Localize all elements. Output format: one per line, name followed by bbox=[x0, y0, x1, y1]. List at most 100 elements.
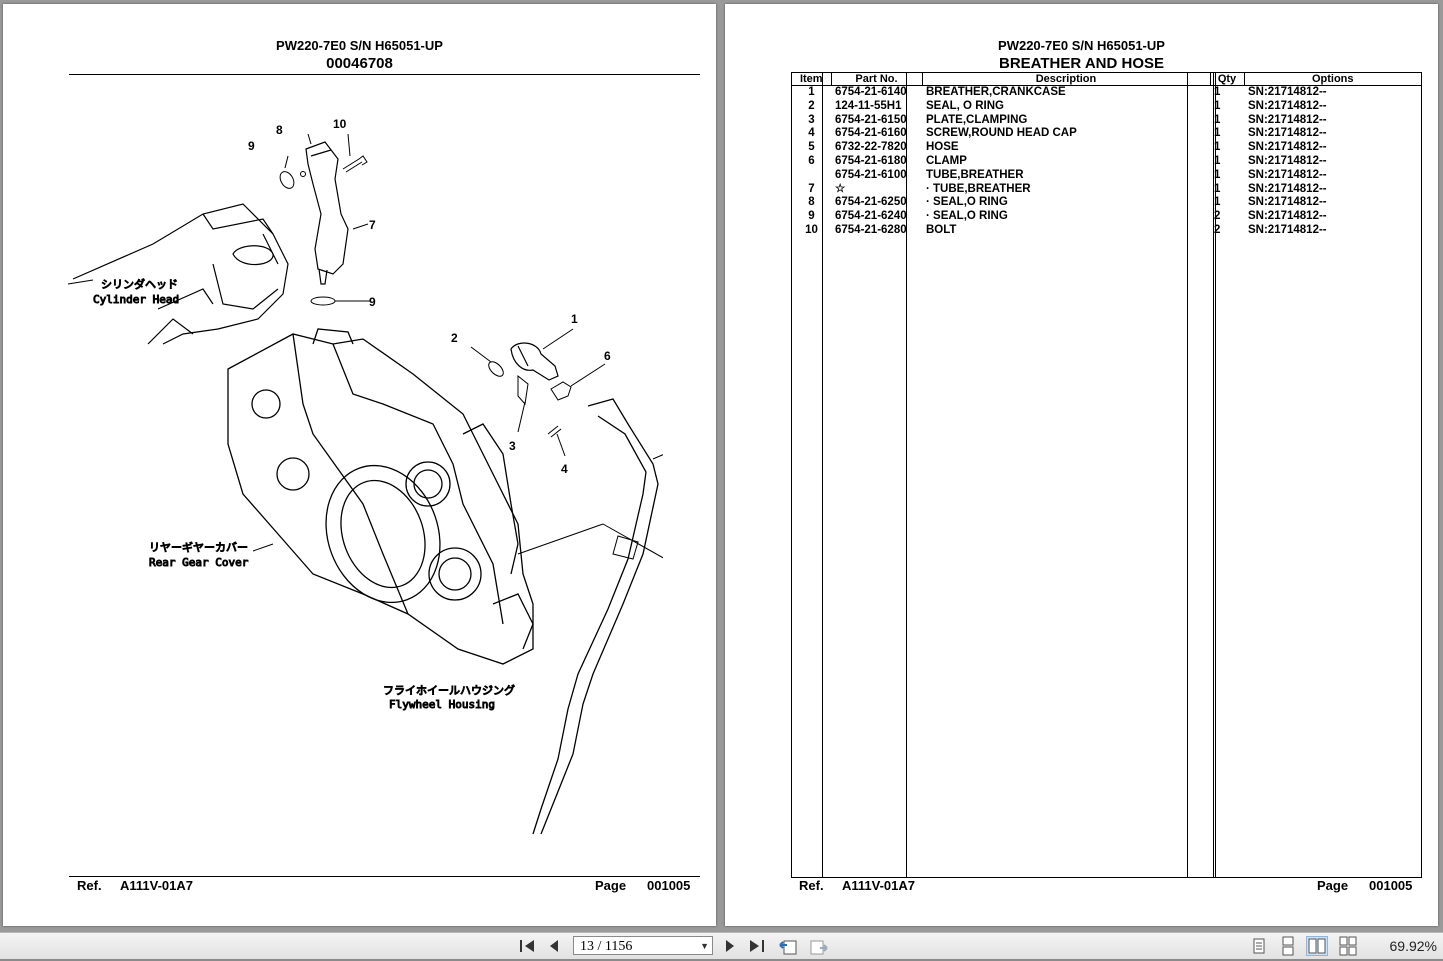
flywheel-housing-shape bbox=[227, 328, 534, 665]
zoom-level[interactable]: 69.92% bbox=[1389, 938, 1437, 954]
description-cell: PLATE,CLAMPING bbox=[926, 113, 1028, 126]
left-page-drawing-number: 00046708 bbox=[326, 55, 393, 72]
callout-8: 8 bbox=[276, 123, 283, 137]
left-footer-ref-value: A111V-01A7 bbox=[120, 878, 194, 893]
qty-cell: 1 bbox=[1214, 141, 1221, 154]
column-header-part-no: Part No. bbox=[831, 73, 923, 86]
part-number-cell: 6754-21-6150 bbox=[835, 113, 907, 126]
callout-1: 1 bbox=[571, 312, 578, 326]
label-flywheel-housing-en: Flywheel Housing bbox=[389, 698, 495, 711]
options-cell: SN:21714812-- bbox=[1248, 182, 1327, 195]
description-cell: TUBE,BREATHER bbox=[926, 168, 1024, 181]
facing-icon[interactable] bbox=[1306, 936, 1328, 956]
breather-crankcase-shape bbox=[510, 342, 559, 381]
table-header-row: Item Part No. Description Qty Options bbox=[792, 73, 1421, 86]
parts-list-page: PW220-7E0 S/N H65051-UP BREATHER AND HOS… bbox=[725, 4, 1438, 926]
part-number-cell: 6754-21-6180 bbox=[835, 154, 907, 167]
prev-page-icon[interactable] bbox=[546, 938, 562, 954]
back-view-icon[interactable] bbox=[778, 938, 800, 955]
options-cell: SN:21714812-- bbox=[1248, 223, 1327, 236]
right-page-title: PW220-7E0 S/N H65051-UP bbox=[998, 38, 1165, 53]
description-cell: BOLT bbox=[926, 223, 957, 236]
item-cell: 2 bbox=[808, 99, 815, 112]
qty-cell: 2 bbox=[1214, 223, 1221, 236]
page-indicator: 13 / 1156 bbox=[580, 939, 633, 954]
column-header-item: Item bbox=[792, 73, 832, 86]
right-footer-ref-value: A111V-01A7 bbox=[842, 878, 916, 893]
options-cell: SN:21714812-- bbox=[1248, 168, 1327, 181]
description-cell: · TUBE,BREATHER bbox=[926, 182, 1031, 195]
options-cell: SN:21714812-- bbox=[1248, 127, 1327, 140]
item-cell: 4 bbox=[808, 127, 815, 140]
column-header-options: Options bbox=[1244, 73, 1421, 86]
part-number-cell: 124-11-55H1 bbox=[835, 99, 902, 112]
options-cell: SN:21714812-- bbox=[1248, 113, 1327, 126]
document-viewport[interactable]: PW220-7E0 S/N H65051-UP 00046708 シリンダヘッド… bbox=[0, 0, 1443, 932]
left-header-rule bbox=[69, 74, 700, 75]
callout-3: 3 bbox=[509, 439, 516, 453]
options-cell: SN:21714812-- bbox=[1248, 196, 1327, 209]
part-number-cell: 6732-22-7820 bbox=[835, 141, 907, 154]
qty-cell: 1 bbox=[1214, 154, 1221, 167]
options-cell: SN:21714812-- bbox=[1248, 86, 1327, 98]
left-footer-ref-label: Ref. bbox=[77, 878, 102, 893]
item-cell: 6 bbox=[808, 154, 815, 167]
label-flywheel-housing-jp: フライホイールハウジング bbox=[383, 683, 515, 697]
part-number-cell: 6754-21-6280 bbox=[835, 223, 907, 236]
table-column-divider bbox=[906, 73, 907, 877]
viewer-toolbar: 13 / 1156 ▼ 69.92% bbox=[0, 932, 1443, 959]
hose-shape bbox=[532, 398, 659, 835]
description-cell: SCREW,ROUND HEAD CAP bbox=[926, 127, 1077, 140]
table-column-divider bbox=[1187, 73, 1188, 877]
left-page-title: PW220-7E0 S/N H65051-UP bbox=[276, 38, 443, 53]
callout-9b: 9 bbox=[369, 295, 376, 309]
qty-cell: 1 bbox=[1214, 182, 1221, 195]
last-page-icon[interactable] bbox=[748, 938, 766, 954]
right-page-section-title: BREATHER AND HOSE bbox=[998, 55, 1164, 72]
continuous-icon[interactable] bbox=[1277, 936, 1299, 956]
qty-cell: 1 bbox=[1214, 86, 1221, 98]
callout-10: 10 bbox=[333, 117, 347, 131]
callout-2: 2 bbox=[451, 331, 458, 345]
callout-6: 6 bbox=[604, 349, 611, 363]
part-number-cell: 6754-21-6250 bbox=[835, 196, 907, 209]
qty-cell: 2 bbox=[1214, 210, 1221, 223]
page-number-input[interactable]: 13 / 1156 ▼ bbox=[573, 936, 713, 955]
table-column-divider bbox=[822, 73, 823, 877]
breather-tube-shape bbox=[305, 141, 349, 285]
item-cell: 3 bbox=[808, 113, 815, 126]
qty-cell: 1 bbox=[1214, 127, 1221, 140]
single-page-icon[interactable] bbox=[1248, 936, 1270, 956]
cylinder-head-shape bbox=[72, 203, 289, 345]
item-cell: 7 bbox=[808, 182, 815, 195]
description-cell: · SEAL,O RING bbox=[926, 210, 1008, 223]
chevron-down-icon[interactable]: ▼ bbox=[700, 941, 709, 951]
label-cylinder-head-en: Cylinder Head bbox=[93, 293, 179, 306]
table-column-divider bbox=[1213, 73, 1214, 877]
continuous-facing-icon[interactable] bbox=[1337, 936, 1359, 956]
forward-view-icon[interactable] bbox=[808, 938, 830, 955]
left-footer-page-value: 001005 bbox=[647, 878, 691, 893]
callout-7: 7 bbox=[369, 218, 376, 232]
item-cell: 9 bbox=[808, 210, 815, 223]
left-footer-page-label: Page bbox=[595, 878, 627, 893]
next-page-icon[interactable] bbox=[722, 938, 738, 954]
description-cell: · SEAL,O RING bbox=[926, 196, 1008, 209]
options-cell: SN:21714812-- bbox=[1248, 99, 1327, 112]
item-cell: 1 bbox=[808, 86, 815, 98]
callout-9a: 9 bbox=[248, 139, 255, 153]
description-cell: SEAL, O RING bbox=[926, 99, 1004, 112]
first-page-icon[interactable] bbox=[518, 938, 536, 954]
qty-cell: 1 bbox=[1214, 168, 1221, 181]
item-cell: 8 bbox=[808, 196, 815, 209]
